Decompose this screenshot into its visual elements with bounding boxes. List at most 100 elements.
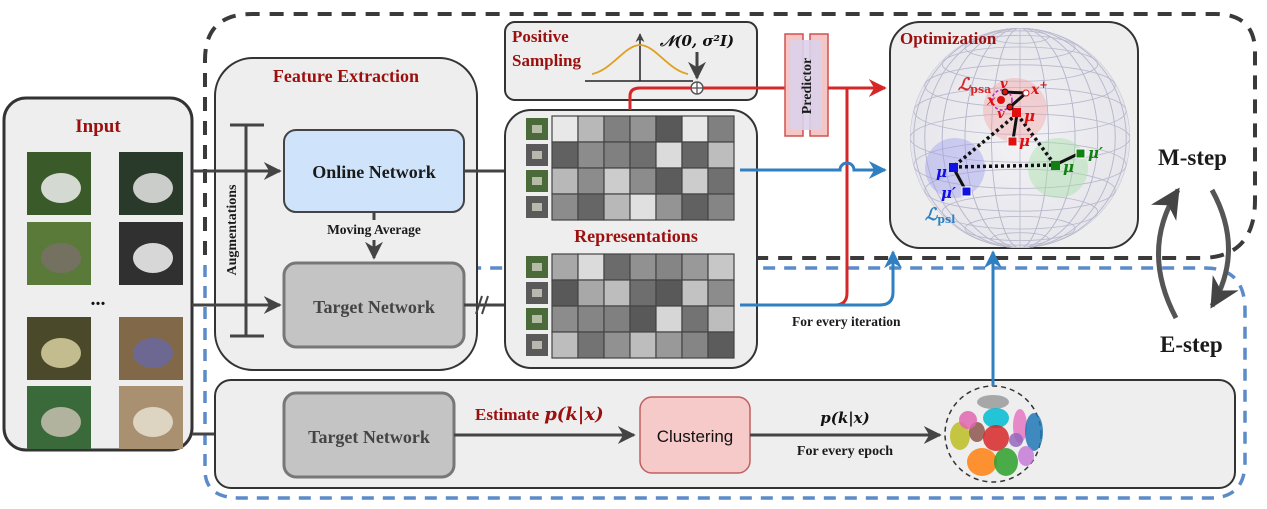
matrix-cell <box>551 279 579 307</box>
input-image-thumbnail <box>27 152 91 215</box>
matrix-cell <box>655 253 683 281</box>
v-label-top: v <box>1000 77 1008 92</box>
sample-x-point <box>997 96 1005 104</box>
tsne-cluster <box>950 422 970 450</box>
matrix-cell <box>577 167 605 195</box>
representations-panel: Representations <box>504 109 758 369</box>
matrix-cell <box>603 115 631 143</box>
input-panel: Input ... <box>2 96 194 452</box>
matrix-cell <box>707 331 735 359</box>
input-title: Input <box>75 116 121 137</box>
matrix-cell <box>707 305 735 333</box>
tsne-cluster <box>967 448 997 476</box>
representation-thumbnail <box>526 308 548 330</box>
matrix-cell <box>551 331 579 359</box>
hypersphere-grid <box>910 28 1130 248</box>
input-image-thumbnail <box>119 386 183 449</box>
matrix-cell <box>577 141 605 169</box>
input-image-thumbnail <box>119 222 183 285</box>
tsne-cluster <box>1009 433 1023 447</box>
matrix-cell <box>707 253 735 281</box>
matrix-cell <box>707 167 735 195</box>
matrix-cell <box>681 253 709 281</box>
loss-psl-label: ℒpsl <box>925 205 955 226</box>
matrix-cell <box>603 167 631 195</box>
representation-thumbnail <box>526 118 548 140</box>
positive-sampling-title-line2: Sampling <box>512 51 581 70</box>
x-plus-label: x+ <box>1030 80 1048 98</box>
representations-title: Representations <box>574 226 698 246</box>
representation-thumbnail <box>526 196 548 218</box>
positive-sampling-panel: Positive Sampling 𝒩(0, σ²I) <box>504 21 758 101</box>
target-representation-matrix <box>551 253 735 359</box>
matrix-cell <box>681 167 709 195</box>
matrix-cell <box>681 331 709 359</box>
matrix-cell <box>655 331 683 359</box>
matrix-cell <box>681 141 709 169</box>
matrix-cell <box>577 331 605 359</box>
augmentations-label: Augmentations <box>225 184 240 276</box>
representation-thumbnail <box>526 282 548 304</box>
matrix-cell <box>629 115 657 143</box>
tsne-cluster <box>977 395 1009 409</box>
m-step-region-border <box>203 12 1257 260</box>
blue-mu-label: μ <box>936 163 947 181</box>
representation-thumbnail <box>526 334 548 356</box>
blue-prototype-mu-prime <box>961 186 972 197</box>
online-to-optimization-blue-arrow <box>740 161 887 179</box>
matrix-cell <box>629 141 657 169</box>
tsne-cluster <box>983 408 1009 428</box>
x-label: x <box>986 93 996 109</box>
tsne-cluster <box>983 425 1009 451</box>
matrix-cell <box>577 279 605 307</box>
input-image-thumbnail <box>119 152 183 215</box>
posterior-label: p(k|x) <box>820 409 869 427</box>
stop-gradient-mark <box>475 295 483 315</box>
predictor-label: Predictor <box>800 58 815 115</box>
moving-average-label: Moving Average <box>327 222 421 237</box>
positive-sampling-title-line1: Positive <box>512 27 569 46</box>
matrix-cell <box>707 115 735 143</box>
representation-thumbnail <box>526 170 548 192</box>
e-to-m-arrow <box>1150 187 1181 320</box>
matrix-cell <box>655 305 683 333</box>
prototype-distances <box>951 112 1057 169</box>
clustering-label: Clustering <box>657 427 734 446</box>
v-label-bottom: v <box>997 107 1005 122</box>
red-prototype-mu-prime <box>1007 136 1018 147</box>
matrix-cell <box>551 253 579 281</box>
matrix-cell <box>551 115 579 143</box>
online-network-label: Online Network <box>312 162 436 182</box>
representation-thumbnail <box>526 256 548 278</box>
matrix-cell <box>655 193 683 221</box>
tsne-cluster <box>959 411 977 429</box>
matrix-cell <box>655 115 683 143</box>
matrix-cell <box>603 253 631 281</box>
e-step-label: E-step <box>1160 332 1223 357</box>
representation-thumbnail <box>526 144 548 166</box>
for-every-epoch-label: For every epoch <box>797 444 893 459</box>
matrix-cell <box>629 279 657 307</box>
matrix-cell <box>551 141 579 169</box>
green-prototype-mu-prime <box>1075 148 1086 159</box>
tsne-cluster <box>1018 446 1034 466</box>
red-mu-prime-label: μ′ <box>1019 132 1034 150</box>
input-image-thumbnail <box>27 317 91 380</box>
online-to-sampling-red-path <box>628 86 691 110</box>
for-every-iteration-label: For every iteration <box>792 314 901 329</box>
blue-mu-prime-label: μ′ <box>941 184 956 202</box>
matrix-cell <box>707 279 735 307</box>
input-image-thumbnail <box>119 317 183 380</box>
matrix-cell <box>629 331 657 359</box>
feature-extraction-panel: Feature Extraction Augmentations Online … <box>214 57 478 371</box>
matrix-cell <box>681 115 709 143</box>
predictor-block: Predictor <box>784 33 829 137</box>
matrix-cell <box>577 193 605 221</box>
online-representation-matrix <box>551 115 735 221</box>
matrix-cell <box>577 305 605 333</box>
matrix-cell <box>603 305 631 333</box>
matrix-cell <box>655 279 683 307</box>
